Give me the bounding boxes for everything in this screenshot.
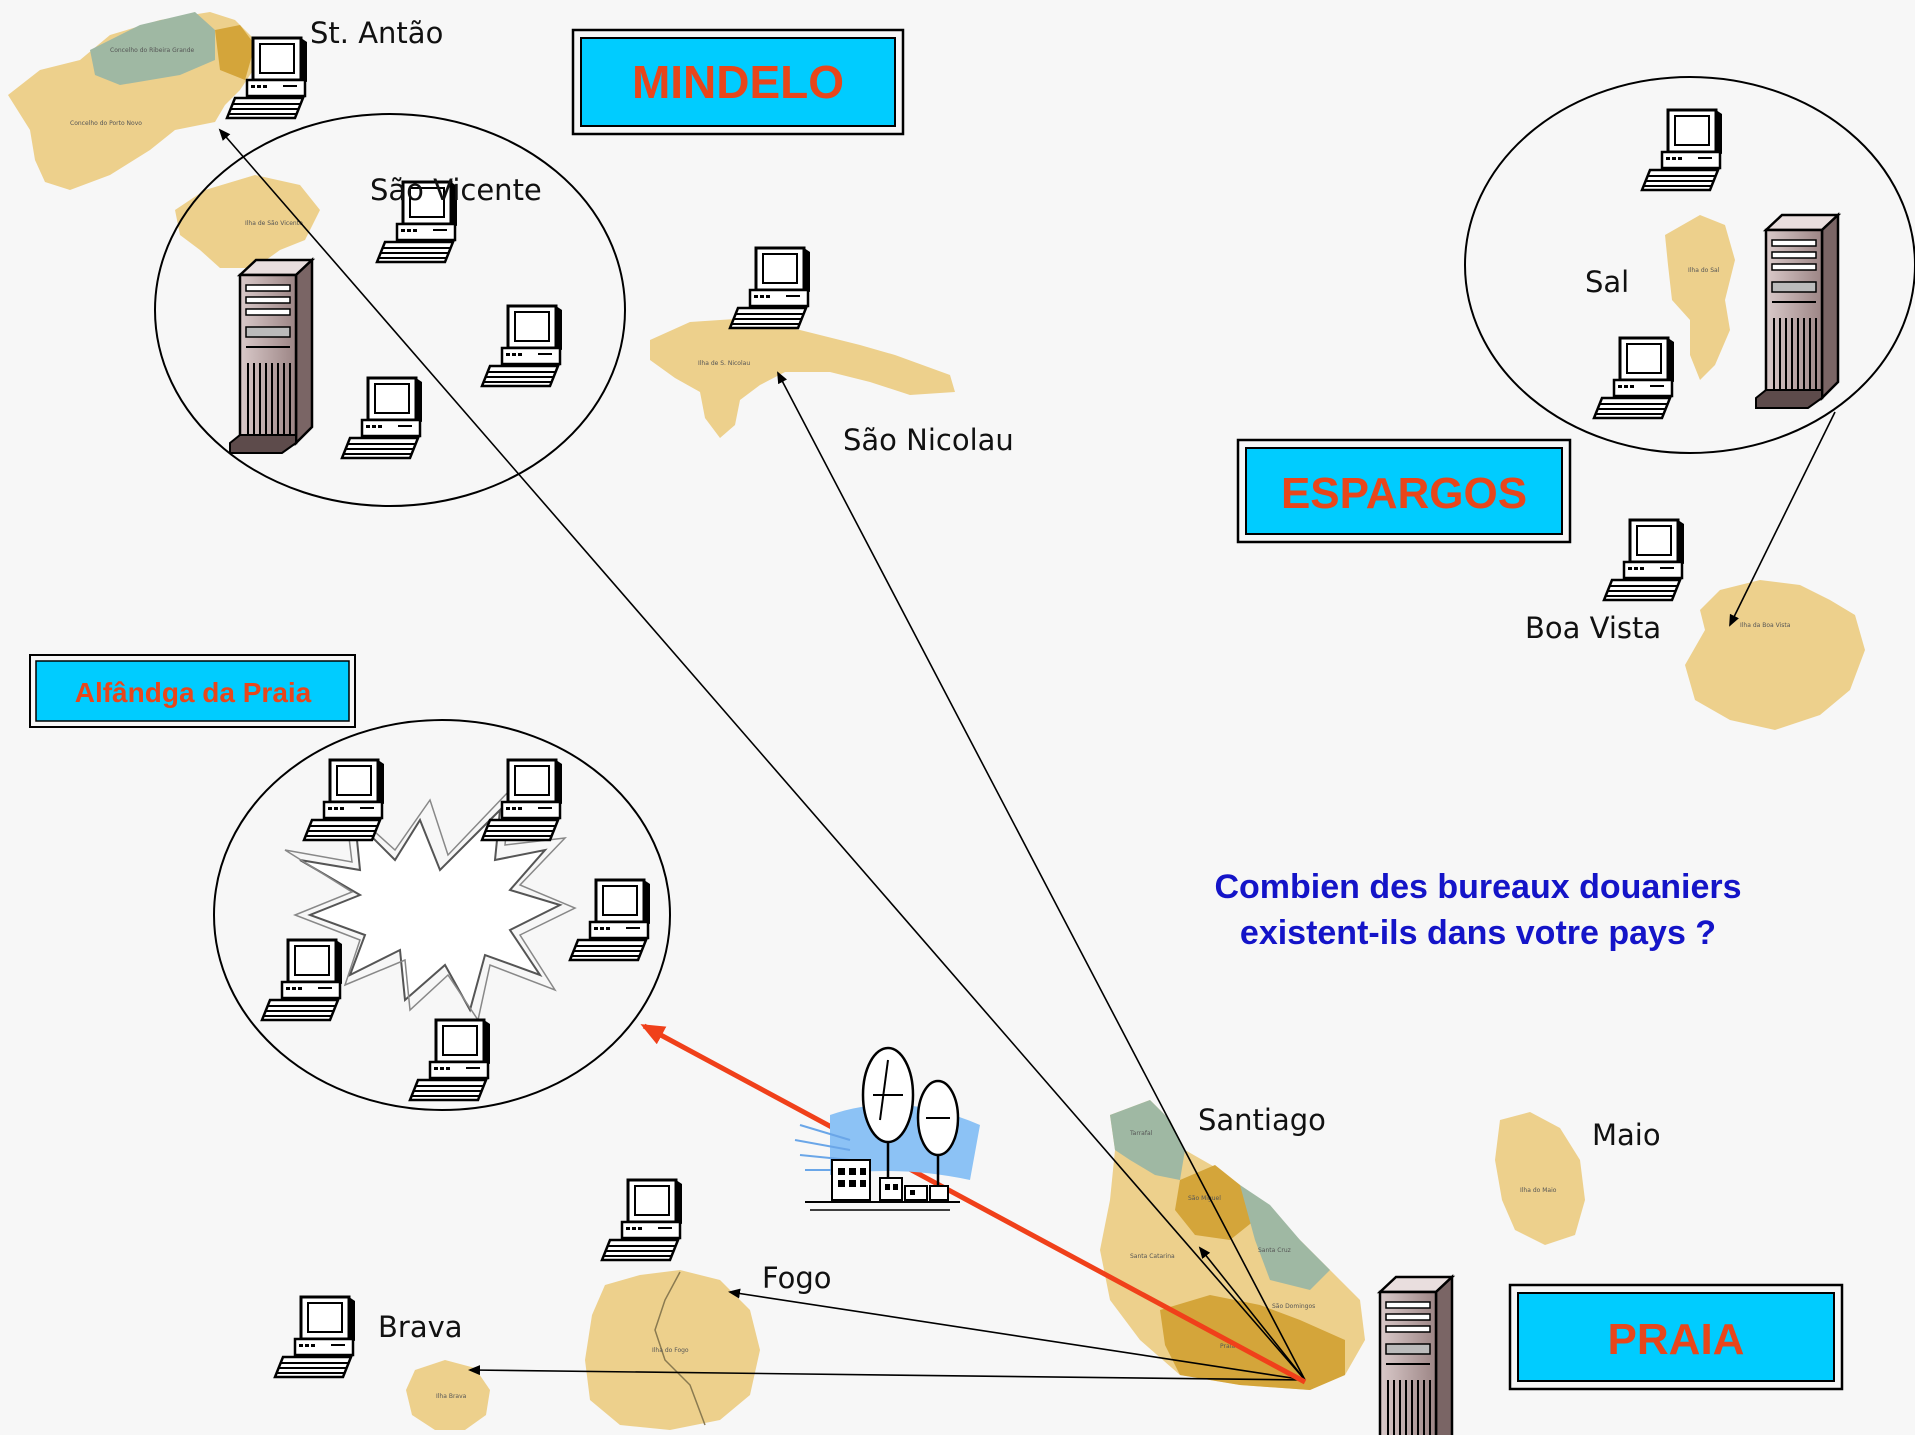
svg-text:Santa Catarina: Santa Catarina xyxy=(1130,1253,1175,1260)
server-tower-icon xyxy=(1368,1275,1454,1435)
svg-text:Tarrafal: Tarrafal xyxy=(1129,1130,1153,1137)
mindelo-box: MINDELO xyxy=(571,28,905,136)
svg-text:Ilha de São Vicente: Ilha de São Vicente xyxy=(245,220,303,227)
computer-icon xyxy=(302,758,386,842)
svg-text:Praia: Praia xyxy=(1220,1343,1235,1350)
question-line-1: Combien des bureaux douaniers xyxy=(1214,868,1741,906)
computer-icon xyxy=(1592,336,1676,420)
label-boa-vista: Boa Vista xyxy=(1525,611,1661,645)
island-maio: Ilha do Maio xyxy=(1495,1112,1585,1245)
svg-text:Ilha do Fogo: Ilha do Fogo xyxy=(652,1347,689,1354)
island-sao-nicolau: Ilha de S. Nicolau xyxy=(650,318,955,438)
espargos-label: ESPARGOS xyxy=(1281,469,1527,518)
island-santiago: Tarrafal São Miguel Santa Catarina Santa… xyxy=(1100,1100,1365,1390)
link-santiago-inner xyxy=(1198,1246,1306,1381)
island-sal: Ilha do Sal xyxy=(1665,215,1735,380)
svg-text:Ilha da Boa Vista: Ilha da Boa Vista xyxy=(1740,622,1791,629)
island-fogo: Ilha do Fogo xyxy=(585,1270,760,1430)
link-sal-to-boa-vista xyxy=(1729,411,1836,627)
alfandega-box: Alfândga da Praia xyxy=(29,654,356,728)
computer-icon xyxy=(340,376,424,460)
svg-text:Concelho do Porto Novo: Concelho do Porto Novo xyxy=(70,120,142,127)
satellite-relay-station-icon xyxy=(794,1046,980,1211)
alfandega-label: Alfândga da Praia xyxy=(75,677,312,708)
label-maio: Maio xyxy=(1592,1118,1661,1152)
island-sao-vicente: Ilha de São Vicente xyxy=(175,175,320,268)
svg-text:Ilha Brava: Ilha Brava xyxy=(436,1393,467,1400)
alfandega-praia-circle xyxy=(213,719,671,1111)
svg-text:Ilha de S. Nicolau: Ilha de S. Nicolau xyxy=(698,360,750,367)
mindelo-label: MINDELO xyxy=(632,56,844,108)
svg-text:Ilha do Sal: Ilha do Sal xyxy=(1688,267,1720,274)
praia-label: PRAIA xyxy=(1608,1315,1745,1364)
island-boa-vista: Ilha da Boa Vista xyxy=(1685,580,1865,730)
computer-icon xyxy=(728,246,812,330)
computer-icon xyxy=(1602,518,1686,602)
label-fogo: Fogo xyxy=(762,1261,832,1295)
svg-text:Santa Cruz: Santa Cruz xyxy=(1258,1247,1291,1254)
server-tower-icon xyxy=(228,258,314,455)
link-to-st-antao xyxy=(218,128,1306,1381)
red-link-praia-to-alfandega xyxy=(640,1023,1307,1385)
espargos-office-circle xyxy=(1464,76,1915,454)
espargos-box: ESPARGOS xyxy=(1236,438,1572,544)
label-st-antao: St. Antão xyxy=(310,16,443,50)
label-brava: Brava xyxy=(378,1310,463,1344)
question-line-2: existent-ils dans votre pays ? xyxy=(1240,914,1716,952)
label-sal: Sal xyxy=(1585,265,1629,299)
link-to-sao-nicolau xyxy=(777,371,1306,1381)
link-to-brava xyxy=(468,1365,1306,1381)
computer-icon xyxy=(600,1178,684,1262)
computer-icon xyxy=(260,938,344,1022)
svg-text:Ilha do Maio: Ilha do Maio xyxy=(1520,1187,1557,1194)
island-brava: Ilha Brava xyxy=(406,1360,490,1430)
computer-icon xyxy=(273,1295,357,1379)
server-tower-icon xyxy=(1754,213,1840,410)
network-burst-icon xyxy=(284,787,577,1022)
computer-icon xyxy=(408,1018,492,1102)
svg-text:Concelho do Ribeira Grande: Concelho do Ribeira Grande xyxy=(110,47,195,54)
svg-text:São Miguel: São Miguel xyxy=(1188,1195,1221,1202)
label-santiago: Santiago xyxy=(1198,1103,1326,1137)
svg-text:São Domingos: São Domingos xyxy=(1272,1303,1315,1310)
computer-icon xyxy=(1640,108,1724,192)
computer-icon xyxy=(568,878,652,962)
connection-lines xyxy=(218,128,1836,1381)
computer-icon xyxy=(480,304,564,388)
praia-box: PRAIA xyxy=(1508,1283,1844,1391)
mindelo-office-circle xyxy=(154,113,626,507)
island-santo-antao: Concelho do Ribeira Grande Concelho do P… xyxy=(8,12,260,190)
computer-icon xyxy=(480,758,564,842)
label-sao-vicente: São Vicente xyxy=(370,173,542,207)
link-to-fogo xyxy=(728,1288,1306,1381)
label-sao-nicolau: São Nicolau xyxy=(843,423,1014,457)
